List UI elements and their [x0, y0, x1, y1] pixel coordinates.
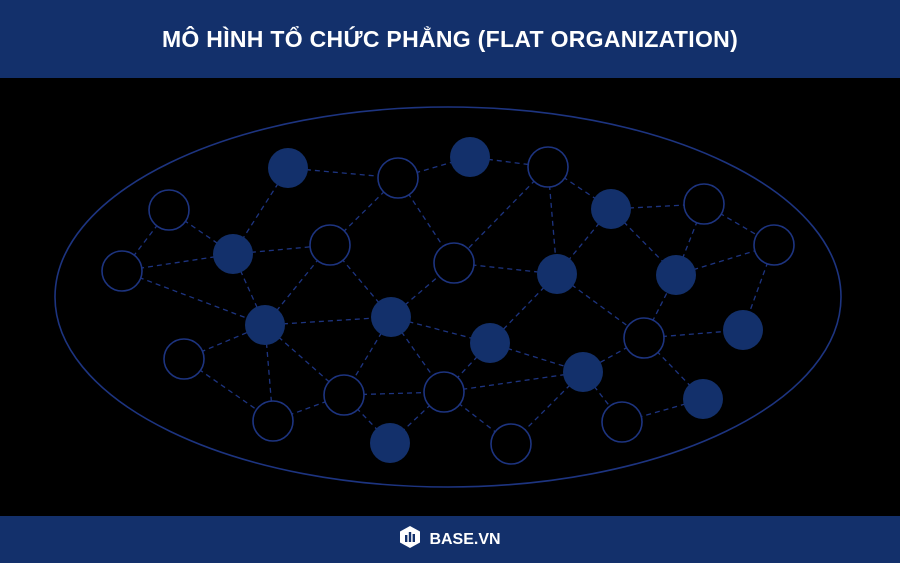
filled-member-node: [213, 234, 253, 274]
connection-line: [329, 177, 399, 246]
footer-bar: BASE.VN: [0, 516, 900, 563]
empty-member-node: [377, 157, 419, 199]
connection-line: [264, 316, 392, 326]
empty-member-node: [433, 242, 475, 284]
filled-member-node: [268, 148, 308, 188]
filled-member-node: [537, 254, 577, 294]
filled-member-node: [683, 379, 723, 419]
filled-member-node: [245, 305, 285, 345]
filled-member-node: [656, 255, 696, 295]
filled-member-node: [563, 352, 603, 392]
connection-line: [453, 166, 549, 264]
empty-member-node: [309, 224, 351, 266]
organization-boundary-ellipse: [54, 106, 842, 488]
empty-member-node: [148, 189, 190, 231]
title-bar: MÔ HÌNH TỔ CHỨC PHẲNG (FLAT ORGANIZATION…: [0, 0, 900, 78]
filled-member-node: [371, 297, 411, 337]
connection-line: [121, 270, 266, 326]
network-diagram: [54, 106, 842, 488]
connection-line: [329, 244, 392, 318]
connection-line: [610, 208, 677, 276]
connection-line: [610, 203, 705, 210]
base-logo-icon: [399, 525, 421, 554]
empty-member-node: [527, 146, 569, 188]
brand-name: BASE.VN: [429, 530, 501, 548]
empty-member-node: [101, 250, 143, 292]
empty-member-node: [163, 338, 205, 380]
brand[interactable]: BASE.VN: [399, 525, 501, 554]
connection-line: [264, 324, 274, 422]
diagram-area: [0, 78, 900, 516]
empty-member-node: [323, 374, 365, 416]
filled-member-node: [470, 323, 510, 363]
filled-member-node: [723, 310, 763, 350]
empty-member-node: [252, 400, 294, 442]
empty-member-node: [753, 224, 795, 266]
filled-member-node: [370, 423, 410, 463]
empty-member-node: [601, 401, 643, 443]
empty-member-node: [423, 371, 465, 413]
member-nodes: [101, 137, 795, 465]
page-title: MÔ HÌNH TỔ CHỨC PHẲNG (FLAT ORGANIZATION…: [161, 25, 739, 52]
filled-member-node: [450, 137, 490, 177]
connection-line: [489, 273, 558, 344]
empty-member-node: [683, 183, 725, 225]
connection-line: [443, 371, 584, 393]
empty-member-node: [623, 317, 665, 359]
empty-member-node: [490, 423, 532, 465]
filled-member-node: [591, 189, 631, 229]
